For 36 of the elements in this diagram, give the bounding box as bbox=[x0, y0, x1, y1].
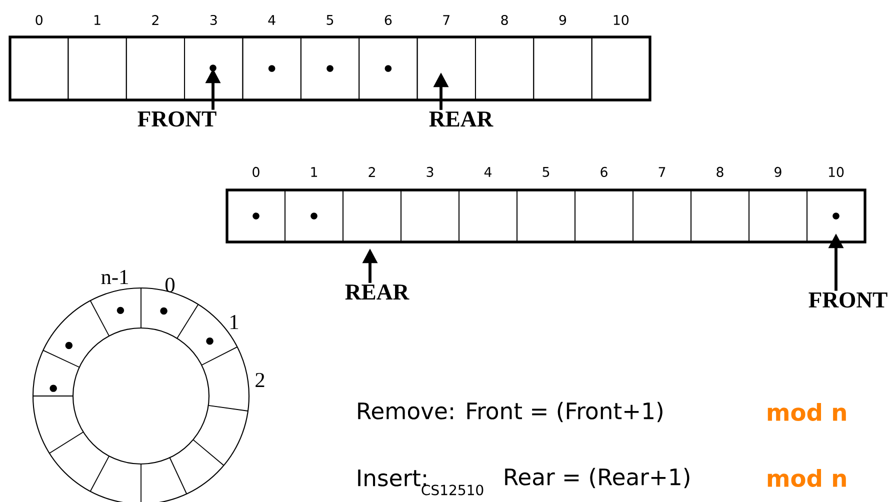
index-number: 4 bbox=[268, 15, 276, 25]
pointer-label: FRONT bbox=[138, 111, 216, 127]
index-number: 3 bbox=[210, 14, 217, 26]
pointer-label: FRONT bbox=[808, 292, 888, 308]
circle-label: 0 bbox=[165, 278, 175, 292]
index-number: 8 bbox=[501, 14, 508, 26]
pointer-label: REAR bbox=[429, 112, 494, 126]
index-number: 6 bbox=[384, 14, 392, 26]
index-number: 0 bbox=[252, 166, 260, 178]
index-number: 8 bbox=[716, 166, 724, 178]
index-number: 2 bbox=[368, 167, 375, 177]
formula-text: Insert: bbox=[358, 470, 426, 486]
index-number: 1 bbox=[311, 167, 318, 177]
modulo-text: mod n bbox=[768, 402, 846, 422]
index-number: 0 bbox=[36, 14, 42, 26]
pointer-label: REAR bbox=[345, 284, 410, 300]
index-number: 3 bbox=[426, 166, 434, 178]
index-number: 10 bbox=[828, 166, 844, 178]
circle-label: 1 bbox=[230, 314, 238, 330]
course-code: CS12510 bbox=[422, 484, 484, 496]
circle-label: 2 bbox=[256, 372, 264, 388]
index-number: 9 bbox=[559, 14, 566, 26]
formula-text: Remove: Front = (Front+1) bbox=[358, 402, 662, 422]
index-number: 10 bbox=[614, 14, 629, 26]
index-number: 2 bbox=[152, 15, 158, 25]
index-number: 4 bbox=[484, 167, 492, 177]
circle-label: n-1 bbox=[101, 270, 128, 284]
modulo-text: mod n bbox=[768, 468, 846, 488]
index-number: 5 bbox=[326, 15, 334, 25]
index-number: 5 bbox=[542, 167, 550, 177]
index-number: 7 bbox=[658, 167, 666, 177]
formula-text: Rear = (Rear+1) bbox=[505, 468, 690, 488]
index-number: 7 bbox=[443, 15, 450, 25]
index-number: 6 bbox=[600, 166, 608, 178]
index-number: 1 bbox=[94, 15, 100, 25]
index-number: 9 bbox=[774, 166, 782, 178]
